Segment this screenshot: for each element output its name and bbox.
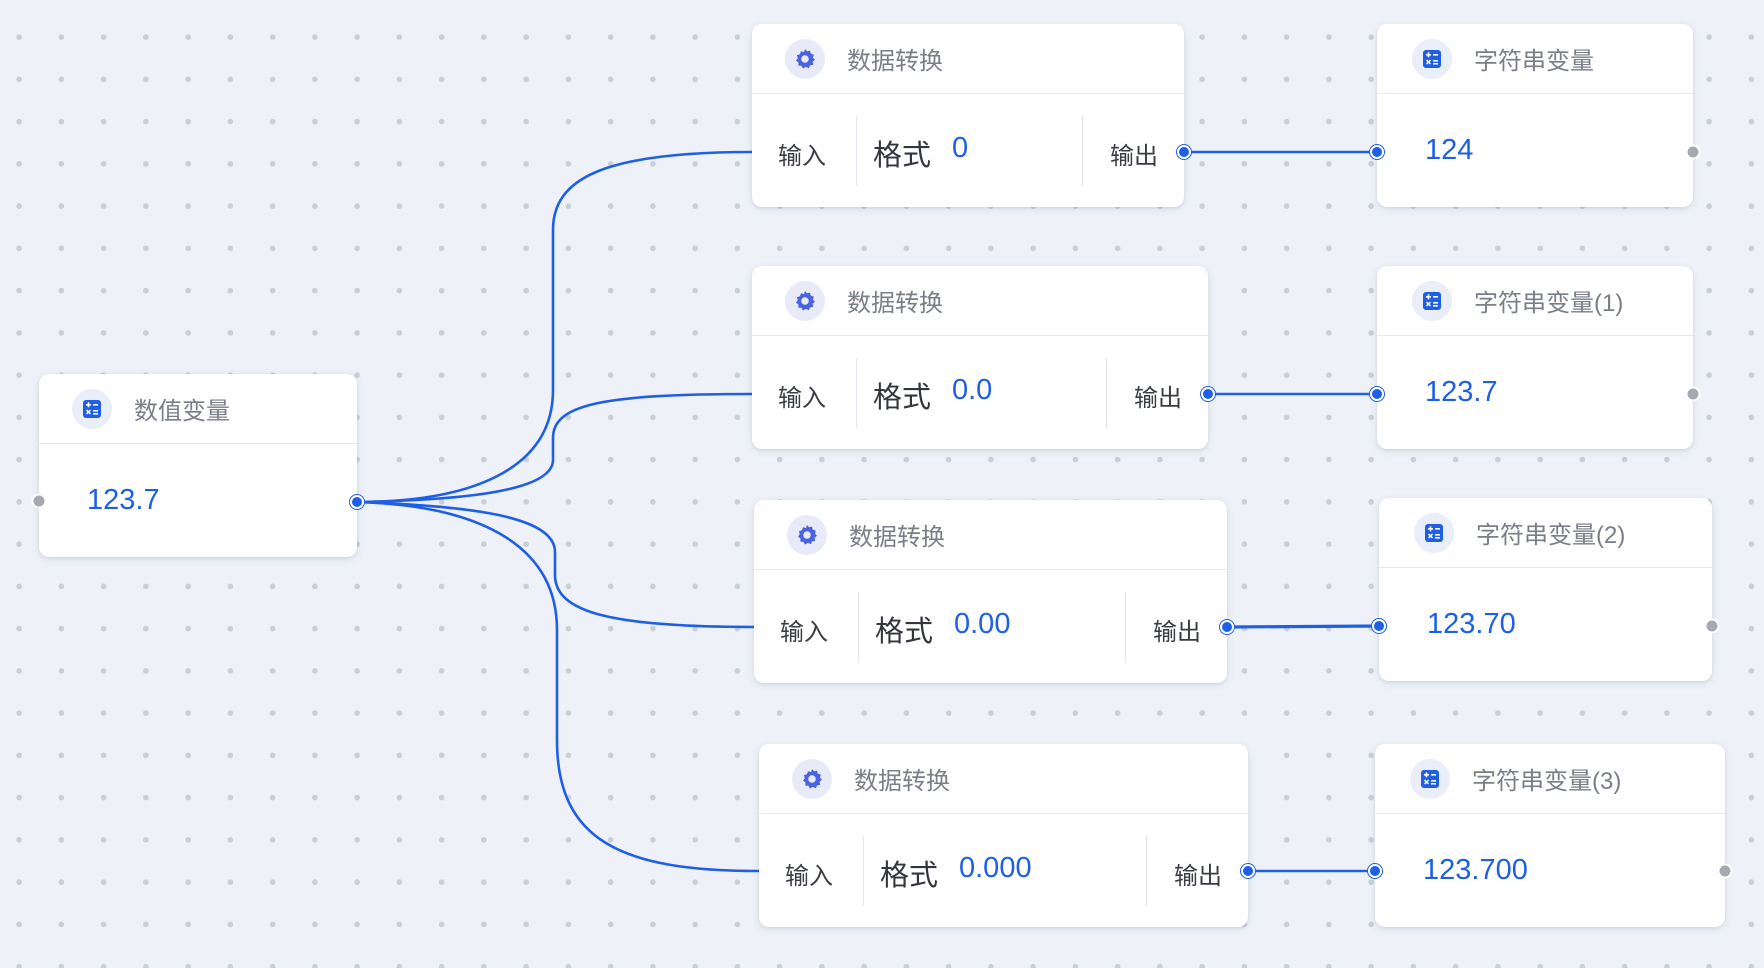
output-node-2[interactable]: 字符串变量(1) 123.7 [1370,266,1701,449]
calculator-icon [1410,758,1450,799]
calculator-icon [1412,280,1452,321]
output-input-port[interactable] [1368,864,1382,878]
edge-source-to-converter-4[interactable] [356,500,760,873]
divider [858,592,859,662]
output-node-value: 123.700 [1423,854,1528,886]
converter-output-port[interactable] [1220,620,1234,634]
converter-node-1[interactable]: 数据转换 输入 格式 0 输出 [752,24,1191,207]
source-node-header: 数值变量 [39,374,357,444]
output-output-port[interactable] [1685,144,1701,160]
output-input-port[interactable] [1370,387,1384,401]
output-node-4[interactable]: 字符串变量(3) 123.700 [1368,744,1733,927]
edge-converter-3-to-output-3[interactable] [1226,624,1380,629]
divider [863,836,864,906]
converter-input-label: 输入 [778,143,826,170]
calculator-icon [1412,38,1452,79]
converter-node-header: 数据转换 [759,744,1248,814]
converter-node-2[interactable]: 数据转换 输入 格式 0.0 输出 [752,266,1215,449]
gear-icon [787,514,827,555]
output-node-3[interactable]: 字符串变量(2) 123.70 [1372,498,1720,681]
converter-output-port[interactable] [1177,145,1191,159]
converter-input-label: 输入 [785,863,833,890]
output-output-port[interactable] [1685,386,1701,402]
output-node-title: 字符串变量 [1474,48,1594,75]
output-node-header: 字符串变量(3) [1375,744,1725,814]
calculator-icon [1414,512,1454,553]
format-value-field[interactable]: 0.00 [954,608,1011,640]
converter-node-header: 数据转换 [752,266,1208,336]
divider [1106,358,1107,428]
converter-output-port[interactable] [1201,387,1215,401]
source-node-value: 123.7 [87,484,160,516]
output-node-value: 124 [1425,134,1474,166]
converter-title: 数据转换 [854,768,950,795]
output-node-1[interactable]: 字符串变量 124 [1370,24,1701,207]
gear-icon [792,758,832,799]
edge-source-to-converter-1[interactable] [356,150,753,504]
converter-node-header: 数据转换 [752,24,1184,94]
divider [1082,116,1083,186]
divider [1125,592,1126,662]
converter-input-label: 输入 [778,385,826,412]
converter-title: 数据转换 [847,48,943,75]
source-node[interactable]: 数值变量 123.7 [31,374,364,557]
converter-title: 数据转换 [847,290,943,317]
output-node-header: 字符串变量 [1377,24,1693,94]
converter-node-header: 数据转换 [754,500,1227,570]
edge-source-to-converter-2[interactable] [356,392,753,504]
output-node-title: 字符串变量(3) [1472,768,1622,795]
source-input-port[interactable] [31,493,47,509]
converter-output-label: 输出 [1153,619,1201,646]
converter-title: 数据转换 [849,524,945,551]
format-label: 格式 [873,382,932,414]
converter-input-label: 输入 [780,619,828,646]
output-node-header: 字符串变量(1) [1377,266,1693,336]
output-node-value: 123.7 [1425,376,1498,408]
format-value-field[interactable]: 0.000 [959,852,1032,884]
divider [1146,836,1147,906]
output-node-header: 字符串变量(2) [1379,498,1712,568]
source-output-port[interactable] [350,495,364,509]
output-input-port[interactable] [1372,619,1386,633]
edge-source-to-converter-3[interactable] [356,500,755,629]
converter-output-label: 输出 [1110,143,1158,170]
divider [856,116,857,186]
format-label: 格式 [873,140,932,172]
gear-icon [785,38,825,79]
converter-node-3[interactable]: 数据转换 输入 格式 0.00 输出 [754,500,1234,683]
converter-output-port[interactable] [1241,864,1255,878]
format-value-field[interactable]: 0.0 [952,374,993,406]
output-output-port[interactable] [1717,863,1733,879]
output-node-value: 123.70 [1427,608,1516,640]
output-output-port[interactable] [1704,618,1720,634]
format-value-field[interactable]: 0 [952,132,969,164]
format-label: 格式 [880,860,939,892]
gear-icon [785,280,825,321]
output-input-port[interactable] [1370,145,1384,159]
output-node-title: 字符串变量(1) [1474,290,1624,317]
source-node-title: 数值变量 [134,398,230,425]
converter-output-label: 输出 [1134,385,1182,412]
output-node-title: 字符串变量(2) [1476,522,1626,549]
divider [856,358,857,428]
format-label: 格式 [875,616,934,648]
converter-output-label: 输出 [1174,863,1222,890]
converter-node-4[interactable]: 数据转换 输入 格式 0.000 输出 [759,744,1255,927]
calculator-icon [72,388,112,429]
